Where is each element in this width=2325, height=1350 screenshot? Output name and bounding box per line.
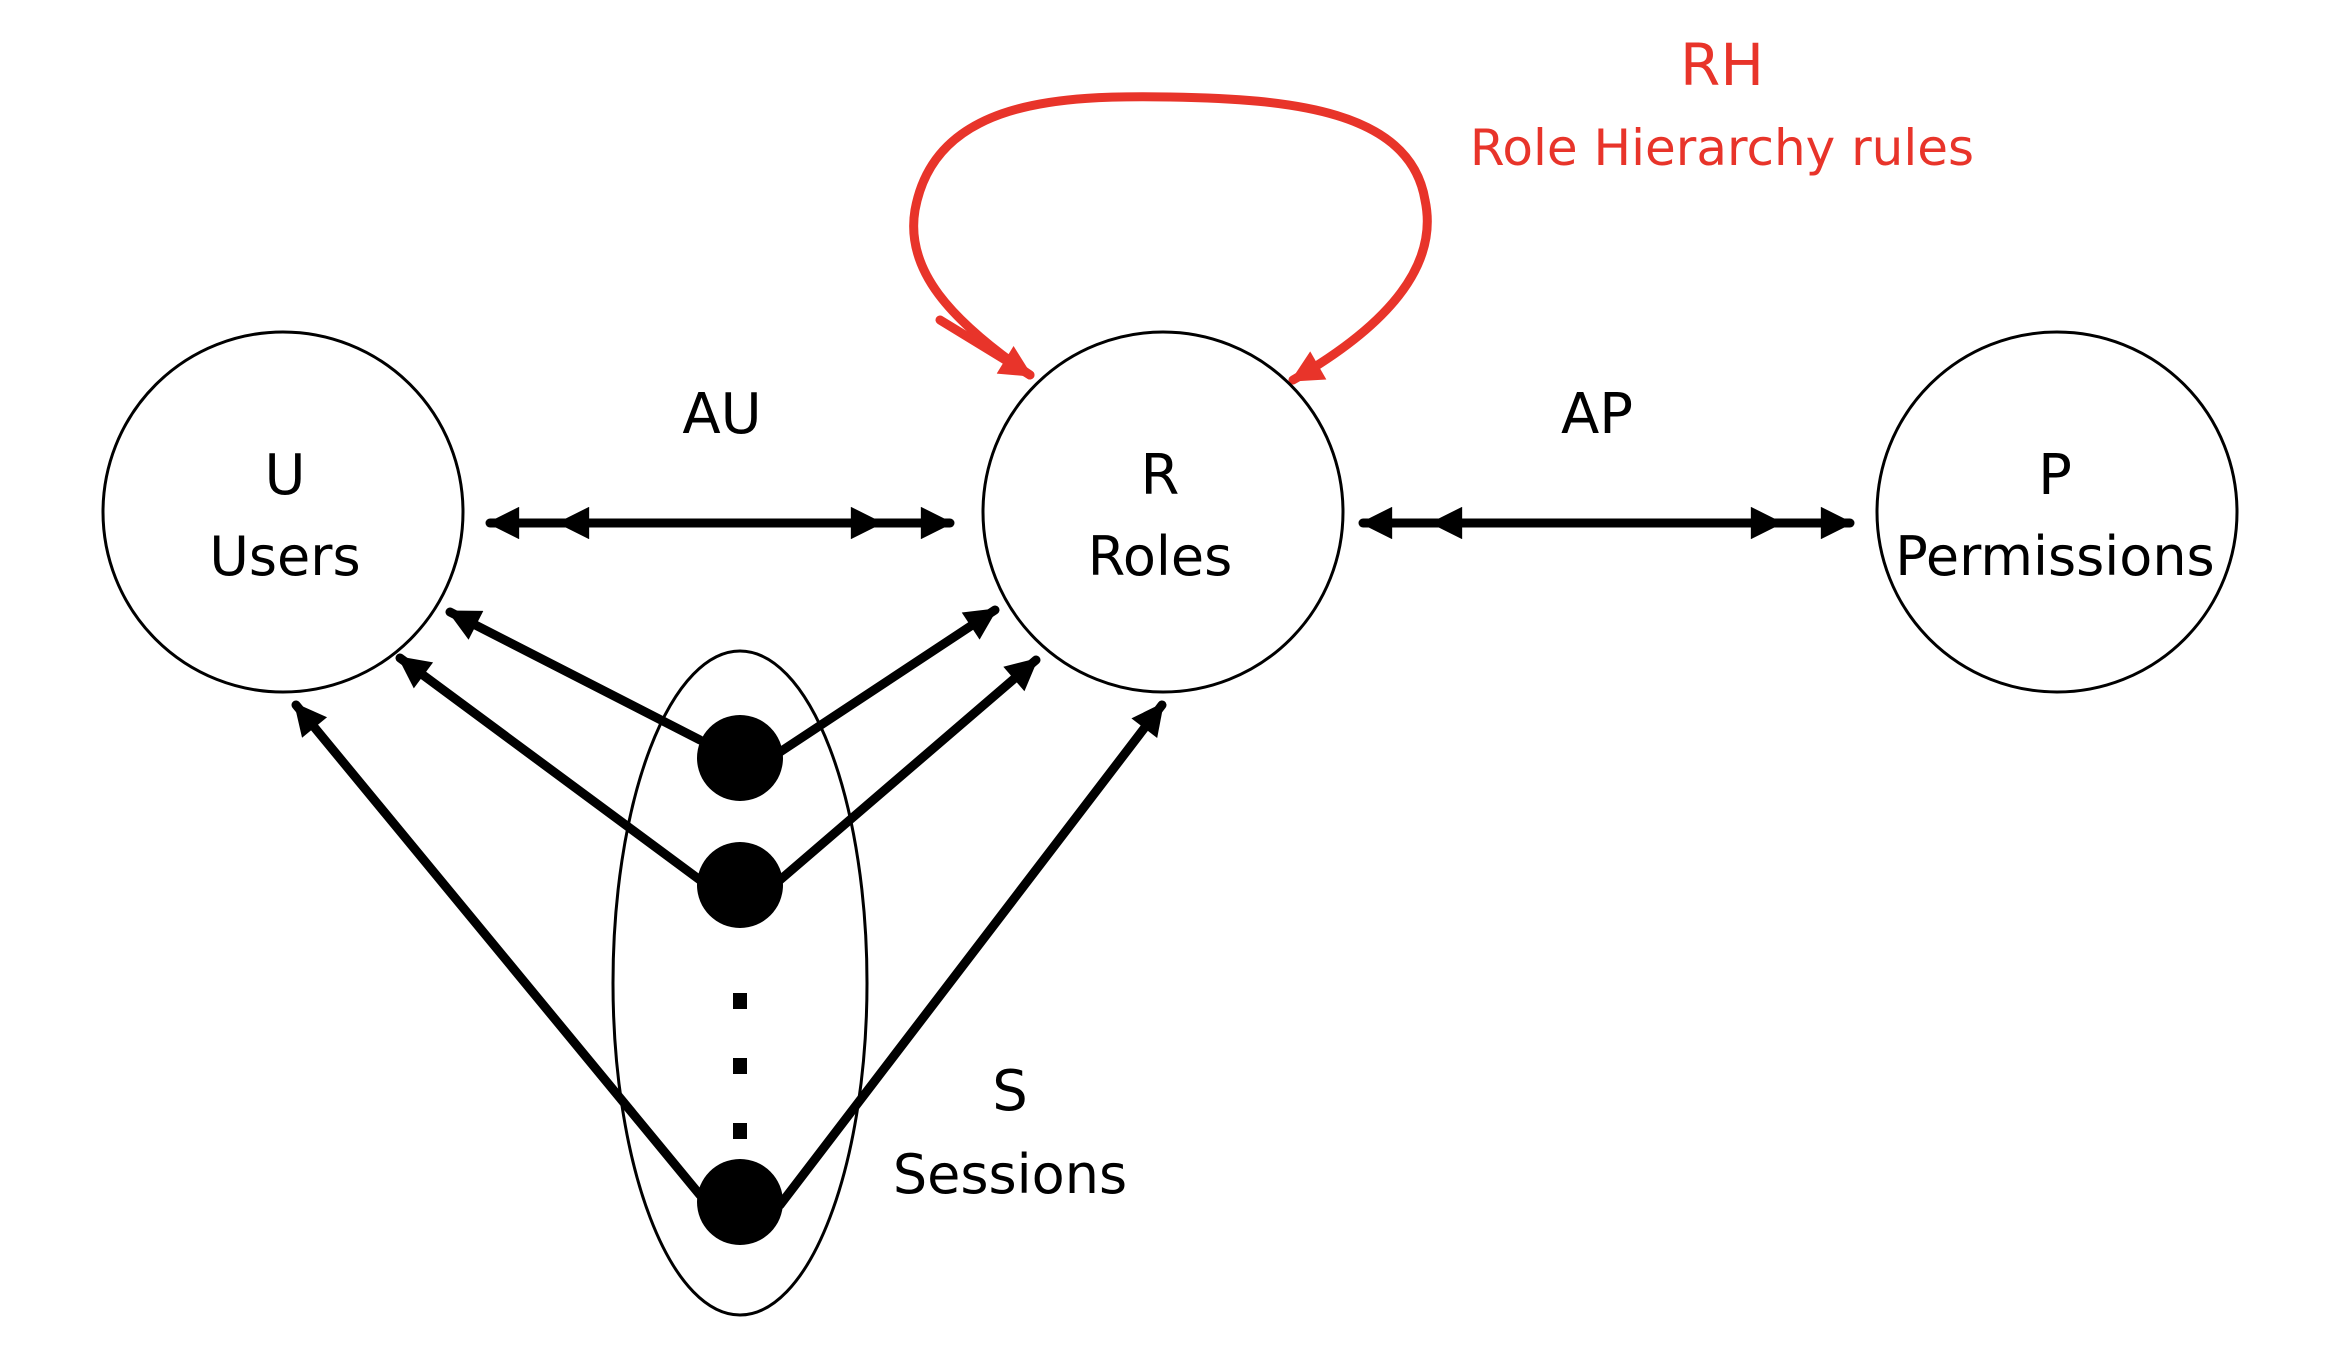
session-dot-2 [697,842,783,928]
session1-to-users-edge [445,607,705,745]
roles-node [981,330,1345,694]
session1-to-roles-edge [775,605,1000,757]
rh-title: RH [1680,31,1764,99]
role-hierarchy-loop-arrow-left [935,315,1035,380]
session3-to-users-edge [291,700,705,1200]
au-label: AU [682,382,761,447]
role-hierarchy-loop [909,92,1432,385]
users-node [101,330,465,694]
rh-subtitle: Role Hierarchy rules [1470,119,1974,177]
session-dot-1 [697,715,783,801]
users-label: Users [209,525,360,588]
session2-to-roles-edge [775,655,1041,885]
users-letter: U [265,443,306,508]
roles-letter: R [1141,443,1180,508]
session2-to-users-edge [395,653,705,885]
session-dot-3 [697,1159,783,1245]
permissions-node [1875,330,2239,694]
ellipsis-dot-1 [733,993,747,1009]
ellipsis-dot-3 [733,1123,747,1139]
sessions-label: Sessions [893,1143,1127,1206]
permissions-letter: P [2038,443,2072,508]
ap-label: AP [1561,382,1633,447]
roles-label: Roles [1088,525,1233,588]
permissions-label: Permissions [1895,525,2214,588]
session3-to-roles-edge [775,700,1167,1210]
sessions-group [611,649,869,1317]
ellipsis-dot-2 [733,1058,747,1074]
sessions-letter: S [992,1059,1028,1124]
